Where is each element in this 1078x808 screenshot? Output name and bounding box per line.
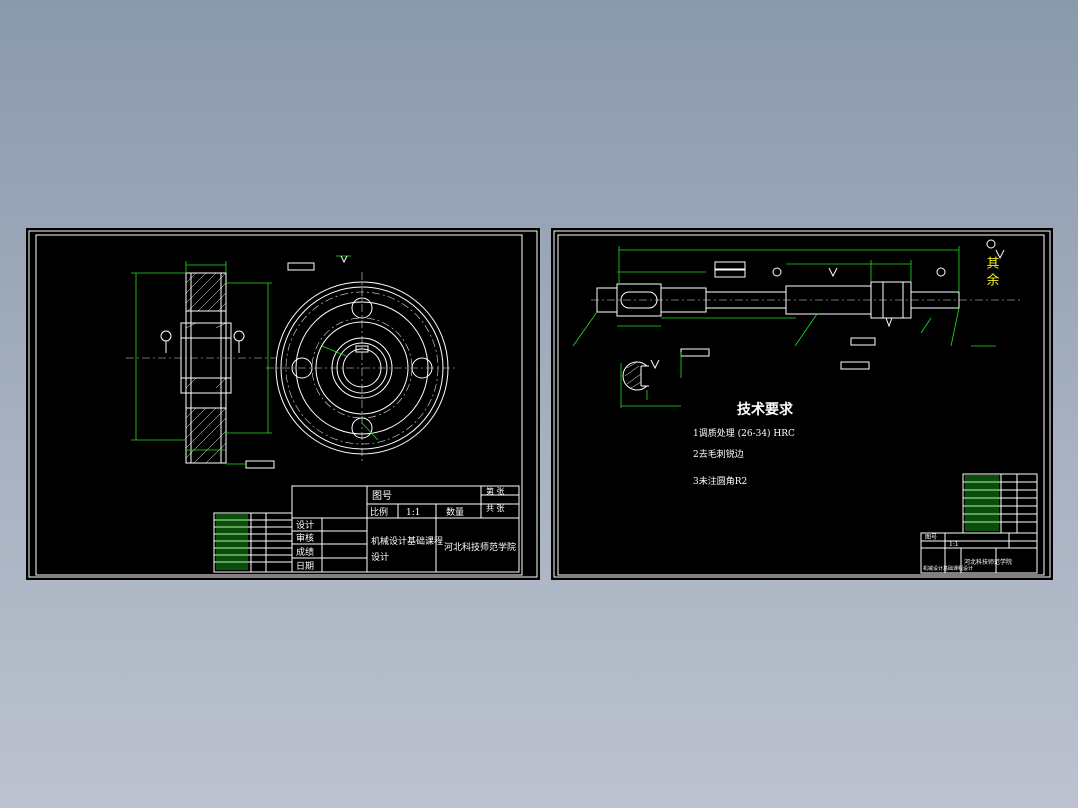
shaft-drawing-sheet[interactable]: 技术要求 1调质处理 (26-34) HRC 2去毛刺锐边 3未注圆角R2 其余… [551,228,1053,580]
right-title-block [920,473,1038,574]
shaft-profile [572,239,1021,370]
date-label: 日期 [296,561,314,572]
right-drawing-no-label: 图号 [925,534,937,541]
right-course-title: 机械设计基础课程设计 [923,565,973,572]
tech-requirement-3: 3未注圆角R2 [693,475,747,487]
gear-section-view [126,261,276,469]
shaft-drawing-canvas: 技术要求 1调质处理 (26-34) HRC 2去毛刺锐边 3未注圆角R2 其余… [553,230,1051,578]
inner-frame [557,234,1045,576]
tech-requirement-2: 2去毛刺锐边 [693,448,744,460]
tech-requirement-1: 1调质处理 (26-34) HRC [693,427,795,439]
grade-label: 成绩 [296,546,314,558]
gear-drawing-sheet[interactable]: 图号 第 张 共 张 比例 1:1 数量 设计 审核 成绩 日期 机械设计基础课… [26,228,540,580]
outer-frame [28,230,538,578]
school-name: 河北科技师范学院 [444,541,516,553]
scale-label: 比例 [370,506,388,518]
right-school-name: 河北科技师范学院 [964,558,1012,566]
gear-drawing-canvas: 图号 第 张 共 张 比例 1:1 数量 设计 审核 成绩 日期 机械设计基础课… [28,230,538,578]
drawing-no-label: 图号 [372,490,392,502]
scale-value: 1:1 [406,508,420,518]
course-title-line-2: 设计 [371,551,389,563]
keyway-section [620,352,682,408]
sheet-label: 第 张 [486,486,505,496]
design-label: 设计 [296,519,314,531]
left-title-block [213,485,520,573]
check-label: 审核 [296,532,314,544]
total-label: 共 张 [486,504,505,513]
qty-label: 数量 [446,506,464,518]
surface-finish-remark: 其余 [984,256,1000,290]
tech-requirements-title: 技术要求 [737,401,794,418]
gear-front-view [266,255,458,464]
right-scale-value: 1:1 [949,541,959,548]
course-title-line-1: 机械设计基础课程 [371,535,443,547]
outer-frame [553,230,1051,578]
inner-frame [35,234,523,576]
